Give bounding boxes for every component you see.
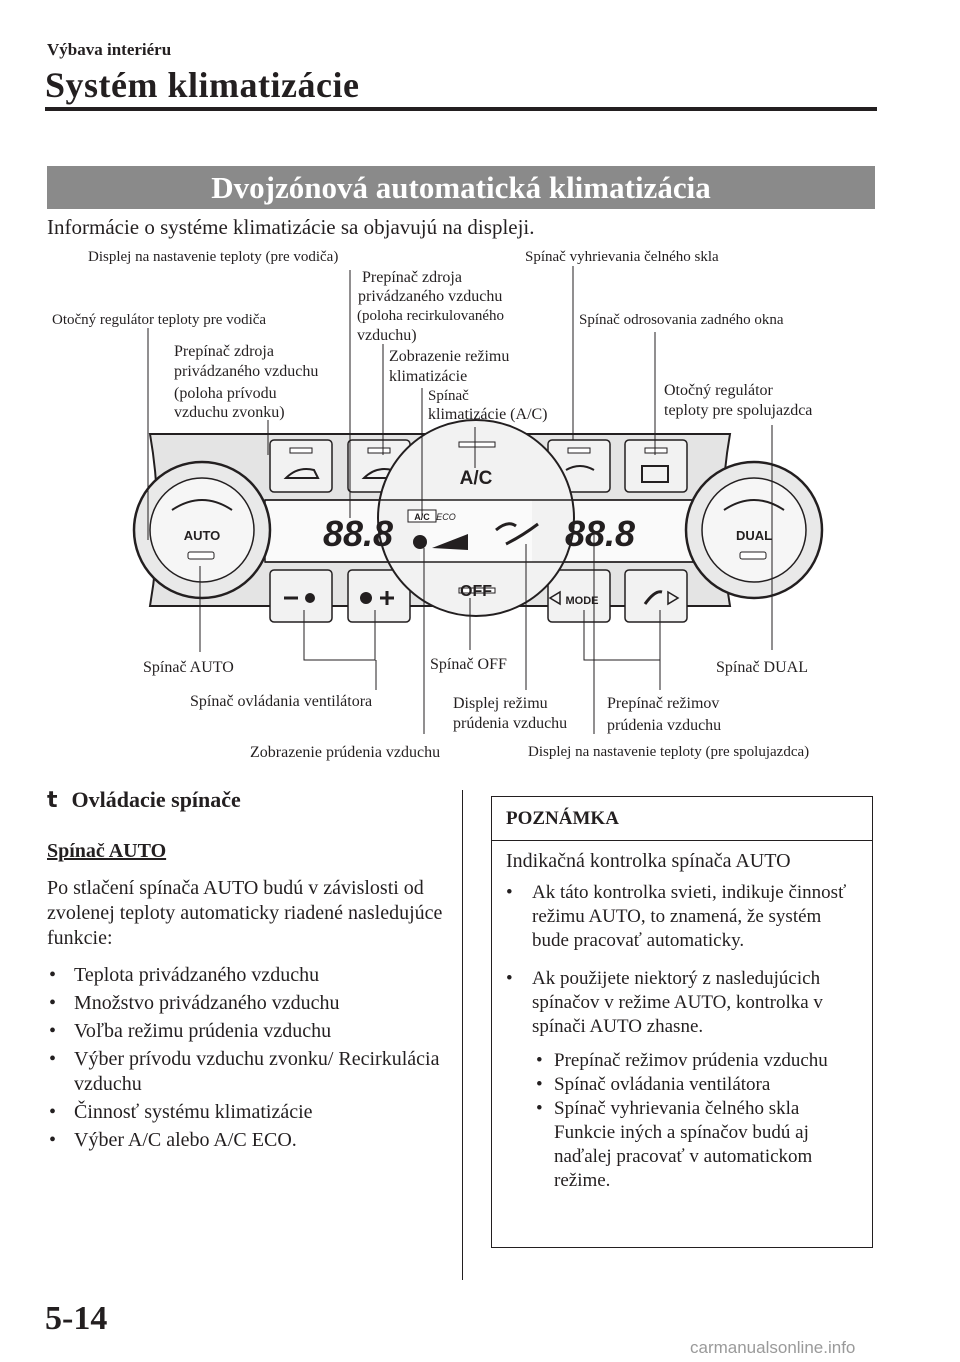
list-item-text: Spínač ovládania ventilátora [554, 1074, 771, 1095]
list-item: • Množstvo privádzaného vzduchu [47, 991, 457, 1016]
bullet: • [49, 1129, 57, 1151]
note-body: Indikačná kontrolka spínača AUTO • Ak tát… [492, 841, 872, 1193]
label-auto-switch: Spínač AUTO [143, 659, 234, 676]
list-item: • Prepínač režimov prúdenia vzduchu [532, 1049, 860, 1073]
breadcrumb: Výbava interiéru [47, 40, 172, 59]
label-fresh-2: privádzaného vzduchu [174, 363, 319, 380]
list-item-text: Množstvo privádzaného vzduchu [74, 992, 340, 1014]
label-recirc-4: vzduchu) [357, 327, 417, 344]
list-item-text: Teplota privádzaného vzduchu [74, 964, 320, 986]
section-heading: t Ovládacie spínače [47, 787, 241, 813]
bullet: • [49, 1101, 57, 1123]
note-intro: Indikačná kontrolka spínača AUTO [506, 850, 791, 872]
label-mode-selector-2: prúdenia vzduchu [607, 717, 722, 734]
label-driver-temp-display: Displej na nastavenie teploty (pre vodič… [88, 249, 339, 265]
page-number: 5-14 [45, 1300, 108, 1337]
label-fresh-3: (poloha prívodu [174, 385, 277, 402]
list-item-text: Výber A/C alebo A/C ECO. [74, 1129, 297, 1151]
list-item-text: Ak použijete niektorý z nasledujúcich sp… [532, 968, 823, 1037]
list-item: • Spínač vyhrievania čelného skla Funkcie… [532, 1097, 860, 1193]
label-windshield-defrost: Spínač vyhrievania čelného skla [525, 249, 719, 265]
note-list: • Ak táto kontrolka svieti, indikuje činn… [506, 881, 860, 1193]
label-dual-switch: Spínač DUAL [716, 659, 808, 676]
label-mode-display-1: Displej režimu [453, 695, 548, 712]
list-item: • Ak táto kontrolka svieti, indikuje činn… [506, 881, 860, 953]
label-driver-dial: Otočný regulátor teploty pre vodiča [52, 312, 267, 328]
label-recirc-1: Prepínač zdroja [362, 269, 462, 286]
label-ac-switch-1: Spínač [428, 388, 469, 404]
list-item: • Výber prívodu vzduchu zvonku/ Recirkulá… [47, 1047, 457, 1097]
label-off-switch: Spínač OFF [430, 656, 507, 673]
svg-text:88.8: 88.8 [323, 513, 393, 554]
list-item: • Voľba režimu prúdenia vzduchu [47, 1019, 457, 1044]
list-item: • Teplota privádzaného vzduchu [47, 963, 457, 988]
svg-text:A/C: A/C [460, 468, 493, 489]
title-rule [45, 107, 877, 111]
note-sublist: • Prepínač režimov prúdenia vzduchu • Spín… [532, 1049, 860, 1193]
column-divider [462, 790, 463, 1280]
label-recirc-3: (poloha recirkulovaného [357, 308, 505, 324]
list-item-text: Výber prívodu vzduchu zvonku/ Recirkulác… [74, 1048, 440, 1095]
label-rear-defog: Spínač odrosovania zadného okna [579, 312, 784, 328]
label-fresh-1: Prepínač zdroja [174, 343, 274, 360]
bullet: • [49, 1048, 57, 1070]
climate-panel-diagram: AUTO DUAL A/C OFF MODE A/C ECO 88.8 88.8 [132, 266, 824, 734]
label-pass-temp-display: Displej na nastavenie teploty (pre spolu… [528, 744, 810, 760]
bullet: • [49, 1020, 57, 1042]
list-item: • Činnosť systému klimatizácie [47, 1100, 457, 1125]
svg-text:AUTO: AUTO [184, 528, 221, 543]
label-fresh-4: vzduchu zvonku) [174, 404, 285, 421]
list-item: • Ak použijete niektorý z nasledujúcich s… [506, 967, 860, 1193]
svg-text:OFF: OFF [460, 583, 492, 600]
label-pass-dial-1: Otočný regulátor [664, 382, 773, 399]
list-item-text: Voľba režimu prúdenia vzduchu [74, 1020, 332, 1042]
bullet: • [49, 992, 57, 1014]
svg-text:MODE: MODE [566, 595, 599, 607]
list-item-text: Ak táto kontrolka svieti, indikuje činno… [532, 882, 847, 951]
bullet: • [536, 1074, 543, 1095]
list-item-text: Činnosť systému klimatizácie [74, 1101, 313, 1123]
svg-text:ECO: ECO [436, 512, 456, 522]
list-item-text: Prepínač režimov prúdenia vzduchu [554, 1050, 828, 1071]
bullet: • [506, 968, 513, 989]
label-airflow-display: Zobrazenie prúdenia vzduchu [250, 744, 441, 761]
subsection-heading: Spínač AUTO [47, 840, 167, 862]
label-recirc-2: privádzaného vzduchu [358, 288, 503, 305]
function-list: • Teplota privádzaného vzduchu • Množstvo … [47, 963, 457, 1156]
page-title: Systém klimatizácie [45, 65, 360, 105]
note-box: POZNÁMKA Indikačná kontrolka spínača AUT… [491, 796, 873, 1248]
section-paragraph: Po stlačení spínača AUTO budú v závislos… [47, 877, 443, 949]
svg-text:88.8: 88.8 [565, 513, 635, 554]
bullet: • [49, 964, 57, 986]
bullet: • [506, 882, 513, 903]
section-title: Ovládacie spínače [71, 787, 241, 812]
svg-text:DUAL: DUAL [736, 528, 772, 543]
watermark: carmanualsonline.info [690, 1338, 856, 1357]
section-banner: Dvojzónová automatická klimatizácia [47, 166, 875, 209]
note-title: POZNÁMKA [492, 797, 872, 841]
label-ac-mode-2: klimatizácie [389, 368, 468, 385]
label-ac-mode-1: Zobrazenie režimu [389, 348, 510, 365]
bullet: • [536, 1098, 543, 1119]
label-mode-selector-1: Prepínač režimov [607, 695, 720, 712]
label-pass-dial-2: teploty pre spolujazdca [664, 402, 813, 419]
bullet: • [536, 1050, 543, 1071]
intro-text: Informácie o systéme klimatizácie sa obj… [47, 215, 535, 239]
section-marker: t [47, 788, 58, 813]
label-mode-display-2: prúdenia vzduchu [453, 715, 568, 732]
list-item-text: Spínač vyhrievania čelného skla Funkcie … [554, 1098, 813, 1191]
list-item: • Výber A/C alebo A/C ECO. [47, 1128, 457, 1153]
label-fan-switch: Spínač ovládania ventilátora [190, 693, 373, 710]
label-ac-switch-2: klimatizácie (A/C) [428, 406, 548, 423]
list-item: • Spínač ovládania ventilátora [532, 1073, 860, 1097]
